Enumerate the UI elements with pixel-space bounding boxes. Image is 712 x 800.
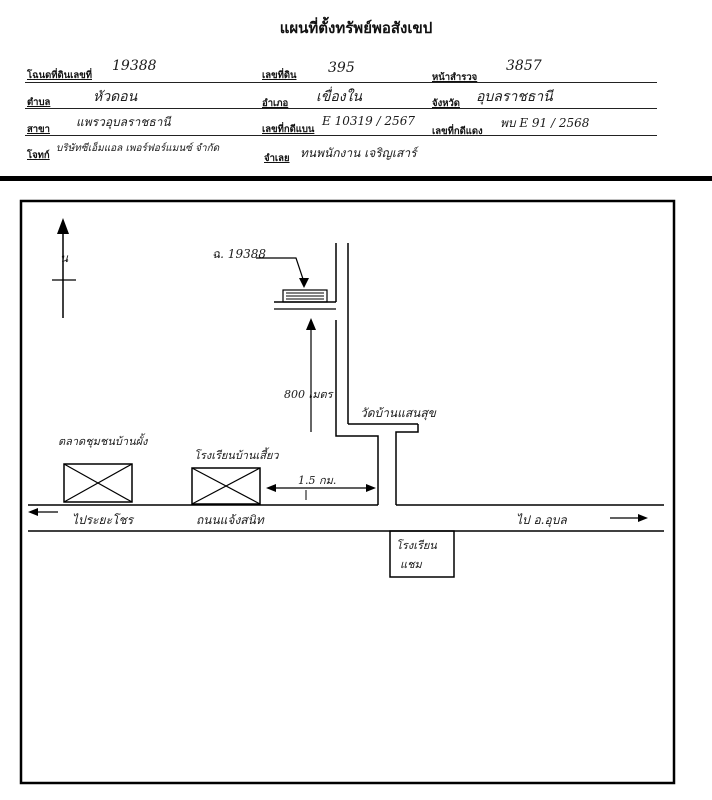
header-divider	[0, 176, 712, 181]
parcel-marker	[274, 289, 336, 310]
market-building	[63, 463, 133, 503]
defendant-label: จำเลย	[264, 153, 290, 164]
road-distance-label: 1.5 กม.	[298, 474, 336, 487]
school2-label-line1: โรงเรียน	[396, 539, 437, 552]
office-value: แพรวอุบลราชธานี	[76, 115, 171, 129]
parcel-pointer	[256, 257, 305, 283]
side-road-left-bend	[335, 426, 379, 505]
market-label: ตลาดชุมชนบ้านผั้ง	[58, 433, 149, 448]
side-road-right-bend	[395, 424, 419, 505]
subdistrict-label: ตำบล	[27, 97, 51, 108]
land-no-value: 395	[328, 60, 355, 76]
row3-rule	[25, 135, 657, 136]
subdistrict-value: หัวดอน	[93, 89, 138, 105]
school2-building	[389, 530, 455, 578]
page-title: แผนที่ตั้งทรัพย์พอสังเขป	[279, 19, 433, 37]
deed-value: 19388	[112, 58, 157, 74]
right-destination-label: ไป อ.อุบล	[516, 513, 567, 528]
survey-page-value: 3857	[506, 58, 542, 74]
district-value: เขื่องใน	[316, 89, 363, 105]
plaintiff-value: บริษัทซีเอ็มแอล เพอร์ฟอร์แมนซ์ จำกัด	[56, 143, 220, 154]
row2-rule	[25, 108, 657, 109]
deed-label: โฉนดที่ดินเลขที่	[27, 70, 92, 81]
province-label: จังหวัด	[432, 98, 460, 109]
parcel-label: ฉ. 19388	[212, 247, 266, 261]
school1-building	[191, 467, 261, 505]
right-direction-arrow	[638, 514, 648, 522]
office-label: สาขา	[27, 124, 50, 135]
north-arrow-icon	[52, 218, 76, 318]
blue-ref-label: เลขที่กดีแบน	[262, 124, 315, 135]
land-no-label: เลขที่ดิน	[262, 70, 297, 81]
blue-ref-value: E 10319 / 2567	[322, 114, 415, 128]
province-value: อุบลราชธานี	[476, 89, 553, 105]
left-destination-label: ไประยะโชร	[72, 513, 135, 527]
survey-page-label: หน้าสำรวจ	[432, 72, 478, 83]
school1-label: โรงเรียนบ้านเสี้ยว	[194, 447, 279, 462]
district-label: อำเภอ	[262, 98, 289, 109]
road-distance-arrow-right	[366, 484, 376, 492]
map-frame	[19, 199, 676, 785]
road-name-label: ถนนแจ้งสนิท	[196, 513, 265, 527]
parcel-pointer-head	[299, 278, 309, 288]
road-distance-arrow-left	[266, 484, 276, 492]
temple-label: วัดบ้านแสนสุข	[360, 406, 437, 421]
defendant-value: ทนพนักงาน เจริญเสาร์	[300, 146, 417, 160]
north-label: น	[60, 251, 69, 265]
school2-label-line2: แชม	[400, 558, 423, 571]
left-direction-arrow	[28, 508, 38, 516]
distance-arrow-head	[306, 318, 316, 330]
distance-label: 800 เมตร	[284, 388, 335, 401]
red-ref-value: พบ E 91 / 2568	[500, 116, 590, 130]
red-ref-label: เลขที่กดีแดง	[432, 126, 483, 137]
row1-rule	[25, 82, 657, 83]
plaintiff-label: โจทก์	[27, 150, 50, 161]
